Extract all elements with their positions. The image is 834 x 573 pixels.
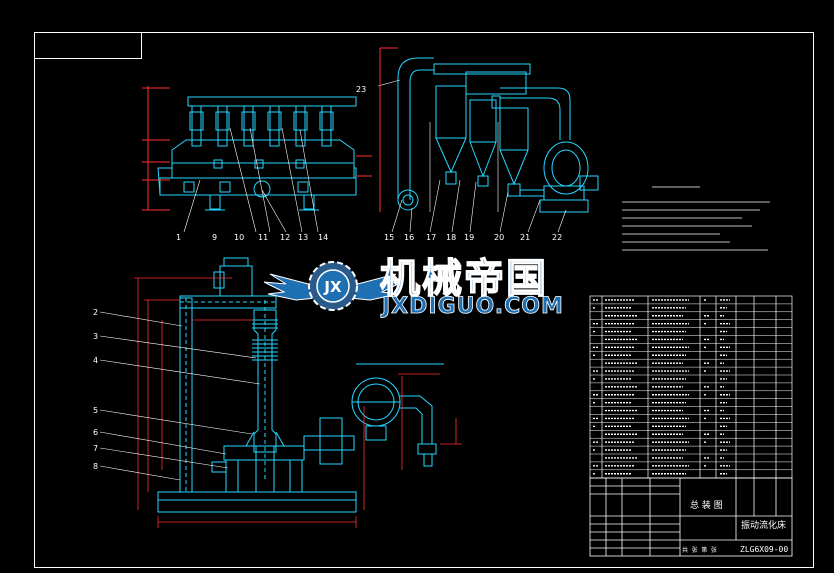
watermark-wing-left: [263, 273, 317, 301]
parts-list-table: [589, 295, 793, 479]
callout-5: 5: [93, 406, 98, 415]
parts-list-rows: [590, 303, 792, 471]
title-block-footer: 共 张 第 张: [682, 546, 717, 554]
parts-list-row-text: [593, 299, 730, 475]
technical-requirements-block: [622, 186, 770, 251]
callout-16: 16: [404, 233, 414, 242]
assembly-label: 总 装 图: [690, 499, 723, 511]
callout-3: 3: [93, 332, 98, 341]
watermark-wing-right: [349, 273, 403, 301]
drawing-border-outer: [34, 32, 814, 568]
site-watermark: JX 机械帝国 JXDIGUO.COM: [263, 255, 564, 319]
callout-10: 10: [234, 233, 244, 242]
callout-20: 20: [494, 233, 504, 242]
callout-23: 23: [356, 85, 366, 94]
watermark-logo-text: JX: [323, 278, 342, 296]
fluid-bed-view: [142, 86, 372, 233]
title-block: [589, 477, 793, 557]
callout-19: 19: [464, 233, 474, 242]
callout-2: 2: [93, 308, 98, 317]
callout-14: 14: [318, 233, 328, 242]
callout-numbers-left: 2 3 4 5 6 7 8: [93, 308, 98, 471]
drawing-number: ZLG6X09-00: [740, 545, 788, 554]
callout-15: 15: [384, 233, 394, 242]
product-name: 振动流化床: [741, 519, 786, 531]
main-elevation-view: [99, 257, 462, 528]
watermark-en-text: JXDIGUO.COM: [380, 294, 564, 319]
callout-22: 22: [552, 233, 562, 242]
callout-18: 18: [446, 233, 456, 242]
callout-8: 8: [93, 462, 98, 471]
callout-11: 11: [258, 233, 268, 242]
cyclone-separator-view: [377, 47, 599, 233]
callout-17: 17: [426, 233, 436, 242]
callout-21: 21: [520, 233, 530, 242]
watermark-cn-text: 机械帝国: [380, 256, 548, 302]
callout-7: 7: [93, 444, 98, 453]
callout-13: 13: [298, 233, 308, 242]
callout-6: 6: [93, 428, 98, 437]
callout-4: 4: [93, 356, 98, 365]
callout-12: 12: [280, 233, 290, 242]
callout-1: 1: [176, 233, 181, 242]
callout-numbers-top: 1 9 10 11 12 13 14 15 16 17 18 19 20 21 …: [176, 85, 562, 242]
drawing-border-corner-box: [34, 32, 142, 59]
callout-9: 9: [212, 233, 217, 242]
